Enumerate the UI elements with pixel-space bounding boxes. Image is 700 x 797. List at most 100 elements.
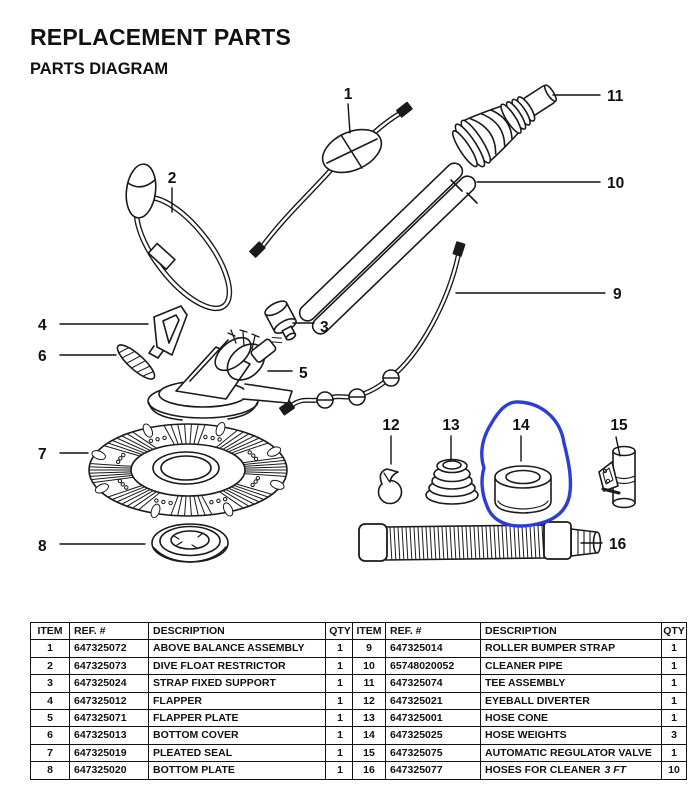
part-11-tee-assembly	[451, 84, 558, 168]
part-14-hose-weights	[494, 465, 552, 514]
table-cell: 647325020	[69, 761, 149, 780]
table-cell: 1	[325, 726, 355, 745]
table-cell: 647325073	[69, 656, 149, 676]
callout-2: 2	[168, 170, 177, 187]
table-cell: 9	[352, 639, 386, 658]
callout-12: 12	[382, 417, 399, 434]
table-cell: 647325074	[385, 674, 481, 693]
table-cell: 8	[30, 761, 70, 780]
table-cell: 12	[352, 691, 386, 710]
table-cell: 1	[325, 691, 355, 710]
parts-diagram: 1 2 3 4 5 6 7 8 9 10 11 12 13 14 15 16	[38, 84, 636, 563]
part-10-cleaner-pipe	[298, 162, 478, 335]
table-cell: FLAPPER PLATE	[148, 708, 326, 728]
table-cell: 647325012	[69, 691, 149, 710]
callout-15: 15	[610, 417, 628, 434]
callout-16: 16	[609, 536, 627, 553]
table-cell: 2	[30, 656, 70, 676]
table-cell: 647325001	[385, 708, 481, 728]
callout-11: 11	[607, 88, 624, 105]
table-cell: 10	[661, 761, 687, 780]
part-1-above-balance-assembly	[249, 101, 413, 258]
callout-13: 13	[442, 417, 460, 434]
table-cell: 1	[661, 691, 687, 710]
table-cell: 1	[30, 639, 70, 658]
part-9-roller-bumper-strap	[278, 241, 466, 416]
highlight-annotation	[480, 400, 573, 528]
callout-1: 1	[344, 86, 353, 103]
table-cell: STRAP FIXED SUPPORT	[148, 674, 326, 693]
column-header: REF. #	[385, 621, 481, 641]
part-16-hose	[358, 521, 602, 562]
part-12-eyeball-diverter	[377, 468, 403, 505]
table-cell: ABOVE BALANCE ASSEMBLY	[148, 639, 326, 658]
table-cell: 4	[30, 691, 70, 710]
part-6-bottom-cover	[116, 344, 156, 380]
table-cell: 1	[325, 656, 355, 676]
table-cell: 14	[352, 726, 386, 745]
callout-8: 8	[38, 538, 47, 555]
table-cell: 1	[661, 639, 687, 658]
column-header: ITEM	[30, 621, 70, 641]
callout-7: 7	[38, 446, 47, 463]
table-cell: AUTOMATIC REGULATOR VALVE	[480, 743, 662, 763]
table-cell: 647325014	[385, 639, 481, 658]
table-cell: PLEATED SEAL	[148, 743, 326, 763]
table-cell: 13	[352, 708, 386, 728]
table-cell: 15	[352, 743, 386, 763]
table-cell: CLEANER PIPE	[480, 656, 662, 676]
table-cell: 647325075	[385, 743, 481, 763]
part-4-flapper	[148, 305, 188, 359]
table-cell: 1	[325, 708, 355, 728]
part-15-automatic-regulator-valve	[598, 445, 636, 509]
column-header: QTY	[325, 621, 355, 641]
column-header: QTY	[661, 621, 687, 641]
table-cell: 1	[661, 656, 687, 676]
table-cell: FLAPPER	[148, 691, 326, 710]
column-header: DESCRIPTION	[480, 621, 662, 641]
table-cell: BOTTOM COVER	[148, 726, 326, 745]
table-cell: DIVE FLOAT RESTRICTOR	[148, 656, 326, 676]
table-cell: 1	[325, 639, 355, 658]
table-cell: 65748020052	[385, 656, 481, 676]
column-header: ITEM	[352, 621, 386, 641]
table-cell: 647325013	[69, 726, 149, 745]
table-cell: 647325072	[69, 639, 149, 658]
callout-9: 9	[613, 286, 622, 303]
part-7-pleated-seal	[88, 421, 288, 519]
callout-5: 5	[299, 365, 308, 382]
table-cell: ROLLER BUMPER STRAP	[480, 639, 662, 658]
table-cell: EYEBALL DIVERTER	[480, 691, 662, 710]
page-title: REPLACEMENT PARTS	[30, 24, 292, 50]
callout-14: 14	[512, 417, 530, 434]
table-cell: 647325021	[385, 691, 481, 710]
table-cell: 1	[325, 674, 355, 693]
column-header: DESCRIPTION	[148, 621, 326, 641]
callout-4: 4	[38, 317, 47, 334]
leader-lines	[59, 94, 621, 545]
part-3-strap-fixed-support	[264, 300, 297, 344]
table-cell: HOSE CONE	[480, 708, 662, 728]
table-cell: 1	[325, 761, 355, 780]
table-cell: 6	[30, 726, 70, 745]
part-13-hose-cone	[425, 458, 479, 505]
part-5-flapper-plate	[147, 329, 293, 421]
table-cell: 3	[661, 726, 687, 745]
table-cell: BOTTOM PLATE	[148, 761, 326, 780]
table-cell: 10	[352, 656, 386, 676]
